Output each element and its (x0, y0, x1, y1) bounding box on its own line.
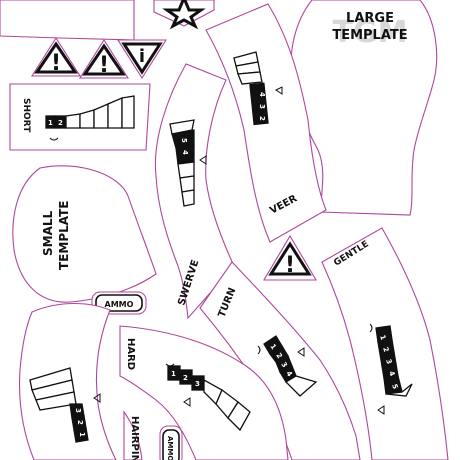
svg-text:2: 2 (274, 352, 283, 361)
svg-text:3: 3 (74, 408, 82, 413)
svg-text:4: 4 (387, 370, 396, 377)
svg-text:2: 2 (58, 119, 63, 127)
svg-text:4: 4 (258, 92, 266, 97)
hazard-triangle-1: ! (31, 36, 81, 77)
small-template: SMALL TEMPLATE (12, 165, 157, 303)
svg-text:1: 1 (268, 343, 277, 352)
small-template-label-1: SMALL (41, 210, 55, 256)
ammo-tag-bottom: AMMO (159, 425, 183, 460)
turn-template: TURN 1 2 3 4 (199, 261, 361, 460)
large-template-label-2: TEMPLATE (332, 28, 407, 43)
short-template: SHORT 1 2 (9, 83, 151, 151)
hazard-glyph: ! (285, 253, 295, 278)
veer-template: 4 3 2 VEER (205, 3, 327, 243)
svg-text:1: 1 (378, 334, 387, 341)
top-left-piece (0, 0, 135, 41)
hazard-glyph: ! (51, 51, 61, 76)
svg-text:3: 3 (279, 361, 288, 370)
short-label: SHORT (21, 98, 31, 133)
svg-text:5: 5 (180, 138, 188, 143)
watermark: TGM (333, 15, 408, 50)
svg-text:2: 2 (183, 374, 188, 382)
svg-text:3: 3 (384, 358, 393, 365)
svg-text:1: 1 (48, 119, 53, 127)
svg-text:2: 2 (381, 346, 390, 353)
svg-text:4: 4 (284, 370, 293, 379)
small-template-label-2: TEMPLATE (57, 200, 71, 270)
svg-text:5: 5 (390, 383, 399, 390)
hazard-triangle-2: ! (79, 38, 129, 79)
info-glyph: i (139, 46, 145, 67)
svg-text:3: 3 (195, 380, 200, 388)
swerve-template: 5 4 SWERVE (154, 63, 235, 320)
hairpin-template: HAIRPIN (123, 410, 143, 460)
star-token (153, 0, 215, 30)
large-template-label-1: LARGE (346, 11, 394, 26)
hazard-triangle-3: ! (263, 234, 317, 281)
ammo-label: AMMO (166, 436, 174, 460)
svg-text:3: 3 (258, 104, 266, 109)
gentle-template: GENTLE 1 2 3 4 5 (321, 227, 449, 460)
info-triangle: i (117, 39, 167, 80)
left-curve-template: 3 2 1 (18, 302, 117, 460)
svg-text:2: 2 (258, 116, 266, 121)
hard-label: HARD (125, 338, 136, 370)
large-template: TGM LARGE TEMPLATE (290, 0, 438, 216)
svg-text:1: 1 (78, 432, 86, 437)
svg-text:1: 1 (171, 370, 176, 378)
svg-text:4: 4 (181, 150, 189, 155)
hairpin-label: HAIRPIN (129, 416, 140, 460)
svg-text:2: 2 (76, 420, 84, 425)
hazard-glyph: ! (99, 53, 109, 78)
hard-template: HARD 1 2 3 (119, 325, 289, 460)
ammo-label: AMMO (105, 300, 134, 309)
